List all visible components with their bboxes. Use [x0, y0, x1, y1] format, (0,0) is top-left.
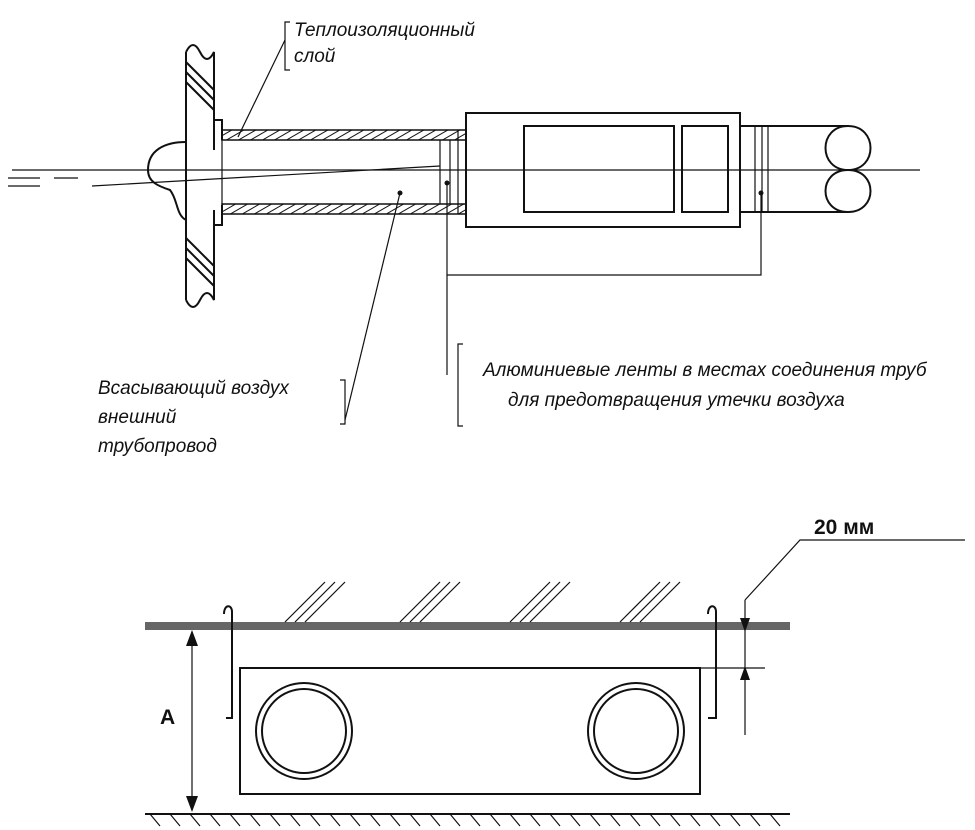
floor: [145, 813, 790, 827]
tape-label-line-1: Алюминиевые ленты в местах соединения тр…: [482, 360, 928, 381]
ceiling-hatch: [284, 581, 681, 623]
suction-label-line-2: внешний: [98, 407, 177, 428]
dimension-a: A: [160, 630, 198, 812]
duct-connection-diagram: Теплоизоляционный слой Алюминиевые ленты…: [8, 20, 928, 457]
tape-label-line-2: для предотвращения утечки воздуха: [508, 390, 845, 411]
wall: [146, 44, 223, 308]
suction-leader: [340, 192, 401, 425]
unit-front: [239, 667, 701, 795]
insulation-leader: [237, 21, 290, 138]
insulation-label-line-1: Теплоизоляционный: [294, 20, 475, 41]
unit-body: [465, 112, 872, 228]
suction-label-line-3: трубопровод: [98, 436, 217, 457]
suction-label-line-1: Всасывающий воздух: [98, 378, 290, 399]
hanger-rods: [223, 605, 717, 719]
dimension-a-label: A: [160, 706, 175, 729]
tape-leaders: [446, 183, 762, 427]
gap-label: 20 мм: [814, 516, 874, 539]
gap-dimension: 20 мм: [700, 516, 965, 735]
insulation-label-line-2: слой: [294, 46, 336, 67]
slope-line: [91, 165, 441, 187]
ceiling-mount-diagram: A 20 мм: [145, 516, 965, 827]
